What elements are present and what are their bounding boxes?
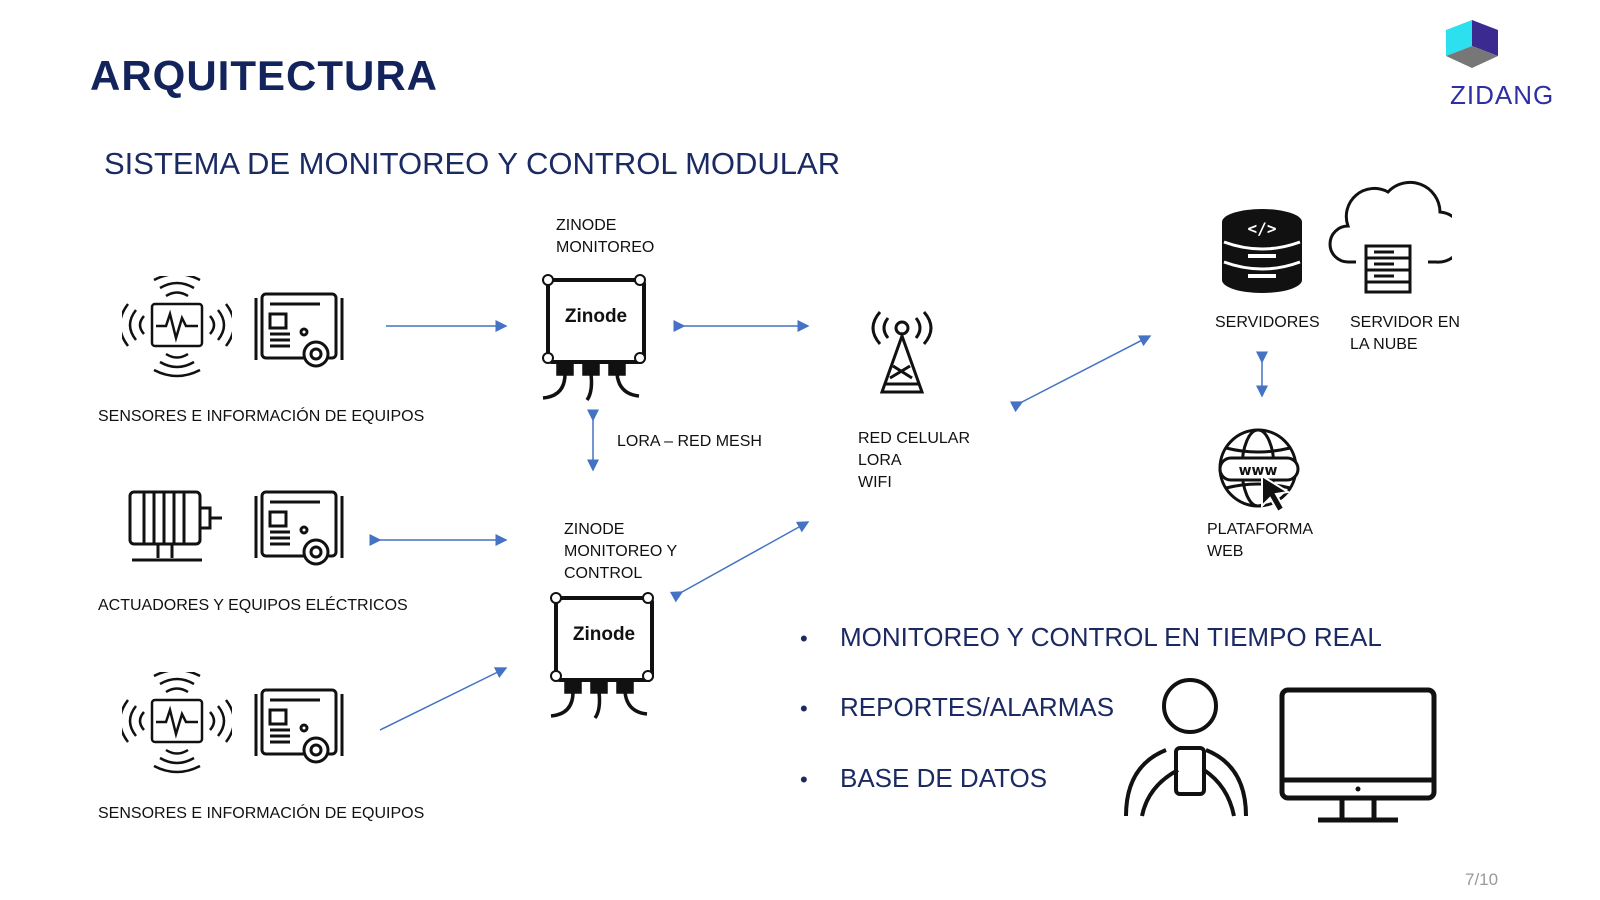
network-line1: RED CELULAR bbox=[858, 430, 971, 447]
generator-icon bbox=[254, 688, 344, 764]
monitor-icon bbox=[1279, 687, 1437, 823]
zidang-logo-icon bbox=[1446, 20, 1498, 68]
zinode-control-label: ZINODE MONITOREO Y CONTROL bbox=[564, 519, 677, 585]
network-line3: WIFI bbox=[858, 474, 892, 491]
www-text: www bbox=[1239, 463, 1278, 479]
zinode-control-line2: MONITOREO Y bbox=[564, 543, 678, 560]
zinode-control-line3: CONTROL bbox=[564, 565, 643, 582]
feature-text: MONITOREO Y CONTROL EN TIEMPO REAL bbox=[840, 622, 1382, 652]
actuators-label: ACTUADORES Y EQUIPOS ELÉCTRICOS bbox=[98, 597, 408, 614]
feature-item: •BASE DE DATOS bbox=[800, 763, 1048, 793]
cloud-line1: SERVIDOR EN bbox=[1350, 314, 1460, 331]
feature-text: BASE DE DATOS bbox=[840, 763, 1048, 793]
zinode-monitoreo-line2: MONITOREO bbox=[556, 239, 655, 256]
sensors-top-label: SENSORES E INFORMACIÓN DE EQUIPOS bbox=[98, 408, 425, 425]
cloud-line2: LA NUBE bbox=[1350, 336, 1418, 353]
feature-text: REPORTES/ALARMAS bbox=[840, 692, 1115, 722]
lora-mesh-label: LORA – RED MESH bbox=[617, 433, 762, 450]
motor-icon bbox=[128, 490, 222, 562]
arrow-sensors2-zinode2 bbox=[379, 667, 508, 731]
generator-icon bbox=[254, 490, 344, 566]
logo-text: ZIDANG bbox=[1450, 80, 1555, 110]
server-icon: </> bbox=[1222, 209, 1302, 293]
zinode-brand: Zinode bbox=[564, 306, 628, 327]
zinode-monitoreo-line1: ZINODE bbox=[556, 217, 617, 234]
zinode-brand: Zinode bbox=[572, 624, 636, 645]
vibration-sensor-icon bbox=[122, 672, 232, 774]
zinode-device-icon: Zinode bbox=[550, 592, 654, 726]
cloud-label: SERVIDOR EN LA NUBE bbox=[1350, 312, 1460, 356]
cloud-server-icon bbox=[1328, 180, 1452, 294]
web-label: PLATAFORMA WEB bbox=[1207, 519, 1313, 563]
servers-label: SERVIDORES bbox=[1215, 314, 1320, 331]
network-label: RED CELULAR LORA WIFI bbox=[858, 428, 970, 494]
sensors-bottom-label: SENSORES E INFORMACIÓN DE EQUIPOS bbox=[98, 805, 425, 822]
zinode-device-icon: Zinode bbox=[542, 274, 646, 408]
web-platform-icon: www bbox=[1218, 428, 1300, 514]
feature-item: •REPORTES/ALARMAS bbox=[800, 692, 1115, 722]
vibration-sensor-icon bbox=[122, 276, 232, 378]
web-line2: WEB bbox=[1207, 543, 1244, 560]
page-title: ARQUITECTURA bbox=[90, 52, 438, 99]
zinode-control-line1: ZINODE bbox=[564, 521, 625, 538]
arrow-zinode2-network bbox=[669, 521, 810, 603]
cell-tower-icon bbox=[871, 311, 933, 394]
feature-item: •MONITOREO Y CONTROL EN TIEMPO REAL bbox=[800, 622, 1382, 652]
svg-text:</>: </> bbox=[1248, 219, 1277, 238]
web-line1: PLATAFORMA bbox=[1207, 521, 1314, 538]
user-phone-icon bbox=[1124, 678, 1248, 817]
generator-icon bbox=[254, 292, 344, 368]
zinode-monitoreo-label: ZINODE MONITOREO bbox=[556, 215, 654, 259]
arrow-network-servers bbox=[1009, 335, 1152, 413]
network-line2: LORA bbox=[858, 452, 902, 469]
page-subtitle: SISTEMA DE MONITOREO Y CONTROL MODULAR bbox=[104, 146, 841, 181]
page-number: 7/10 bbox=[1465, 870, 1499, 889]
